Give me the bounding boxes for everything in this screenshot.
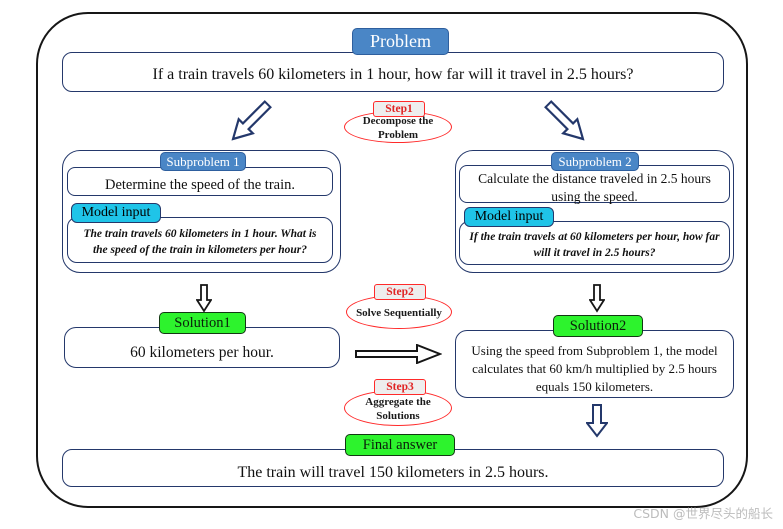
subproblem2-model-input-box: If the train travels at 60 kilometers pe…: [459, 221, 730, 265]
down-arrow-icon: [584, 404, 610, 438]
subproblem2-task-text: Calculate the distance traveled in 2.5 h…: [478, 170, 711, 204]
down-right-arrow-icon: [539, 95, 593, 149]
subproblem1-label: Subproblem 1: [166, 153, 240, 169]
subproblem1-model-input-badge: Model input: [71, 203, 161, 223]
subproblem2-model-input-badge: Model input: [464, 207, 554, 227]
down-left-arrow-icon: [223, 95, 277, 149]
down-arrow-icon: [588, 284, 606, 313]
subproblem2-badge: Subproblem 2: [551, 152, 639, 171]
subproblem1-model-input-text: The train travels 60 kilometers in 1 hou…: [83, 228, 317, 256]
subproblem2-label: Subproblem 2: [558, 153, 632, 169]
subproblem1-badge: Subproblem 1: [160, 152, 246, 171]
step1-badge: Step1: [373, 101, 425, 117]
step3-badge: Step3: [374, 379, 426, 395]
step1-label: Step1: [385, 103, 413, 115]
problem-title-badge: Problem: [352, 28, 449, 55]
problem-statement-text: If a train travels 60 kilometers in 1 ho…: [152, 66, 634, 83]
problem-title-label: Problem: [370, 31, 431, 51]
step1-text: Decompose the Problem: [362, 115, 434, 141]
problem-statement-box: If a train travels 60 kilometers in 1 ho…: [62, 52, 724, 92]
solution2-box: Using the speed from Subproblem 1, the m…: [455, 330, 734, 398]
subproblem1-model-input-box: The train travels 60 kilometers in 1 hou…: [67, 217, 333, 263]
solution1-label: Solution1: [174, 314, 231, 331]
subproblem2-task-box: Calculate the distance traveled in 2.5 h…: [459, 165, 730, 204]
watermark: CSDN @世界尽头的船长: [633, 506, 773, 521]
right-arrow-icon: [355, 343, 443, 365]
final-answer-badge: Final answer: [345, 434, 455, 456]
step3-oval: Aggregate the Solutions: [344, 390, 452, 426]
solution1-badge: Solution1: [159, 312, 246, 334]
step2-label: Step2: [386, 286, 414, 298]
step2-badge: Step2: [374, 284, 426, 300]
solution2-label: Solution2: [569, 317, 627, 334]
subproblem1-task-text: Determine the speed of the train.: [104, 177, 296, 193]
final-answer-label: Final answer: [362, 436, 438, 453]
step3-label: Step3: [386, 381, 414, 393]
subproblem1-model-input-label: Model input: [81, 205, 151, 220]
subproblem2-model-input-text: If the train travels at 60 kilometers pe…: [469, 231, 720, 259]
step2-text: Solve Sequentially: [356, 307, 442, 320]
step3-text: Aggregate the Solutions: [365, 396, 431, 422]
final-answer-text: The train will travel 150 kilometers in …: [237, 464, 549, 481]
subproblem1-task-box: Determine the speed of the train.: [67, 167, 333, 196]
subproblem2-model-input-label: Model input: [474, 209, 544, 224]
solution1-text: 60 kilometers per hour.: [130, 343, 274, 361]
solution2-text: Using the speed from Subproblem 1, the m…: [471, 342, 718, 395]
step1-oval: Decompose the Problem: [344, 111, 452, 143]
down-arrow-icon: [195, 284, 213, 313]
step2-oval: Solve Sequentially: [346, 295, 452, 329]
solution2-badge: Solution2: [553, 315, 643, 337]
